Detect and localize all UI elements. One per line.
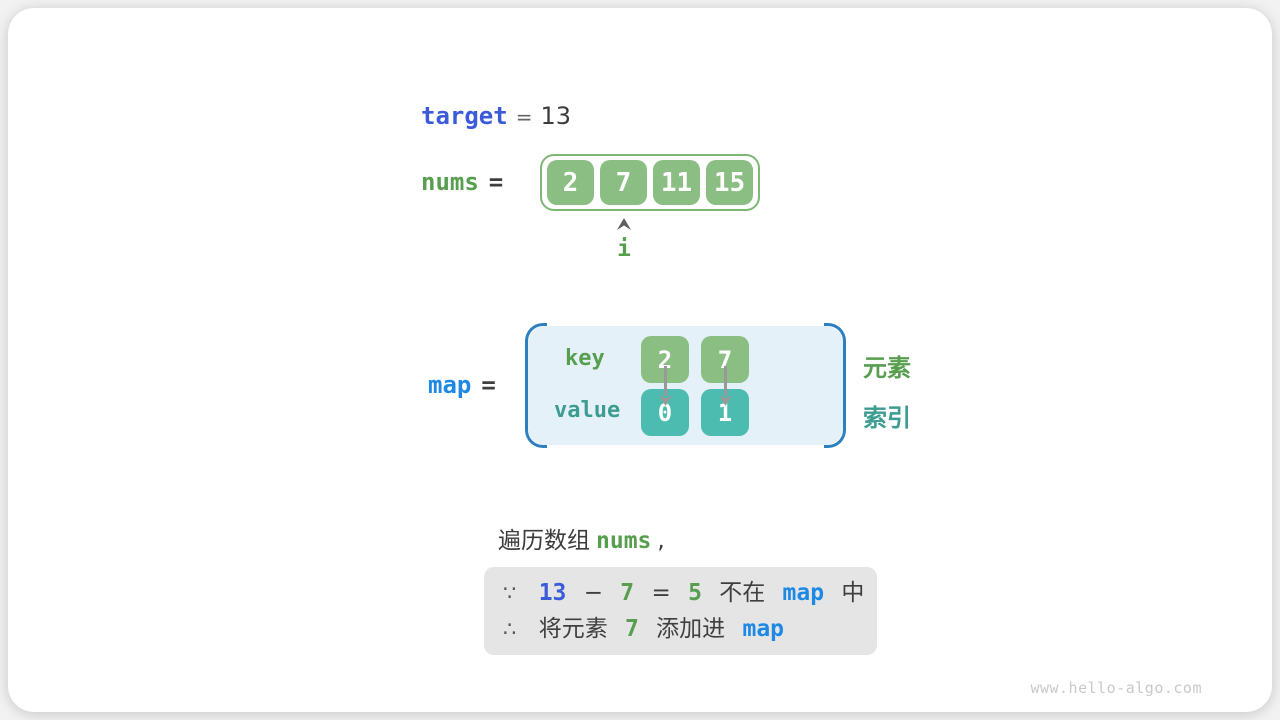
nums-cell-3: 15 [706, 160, 753, 205]
note-add-into: 添加进 [656, 616, 726, 642]
because-symbol: ∵ [503, 581, 517, 605]
map-bracket-left [525, 323, 547, 448]
map-bracket-right [824, 323, 846, 448]
note-5: 5 [688, 580, 702, 606]
map-value-cell-0: 0 [641, 389, 689, 436]
note-13: 13 [538, 580, 567, 606]
map-value-cell-1: 1 [701, 389, 749, 436]
map-label: map = [428, 371, 496, 399]
caption-suffix: , [657, 528, 665, 554]
note-7: 7 [620, 580, 635, 606]
nums-array: 2 7 11 15 [540, 154, 760, 211]
note-map-token-1: map [782, 580, 825, 606]
map-key-cell-0: 2 [641, 336, 689, 383]
nums-cell-2: 11 [653, 160, 700, 205]
pointer-up-arrow-icon [617, 218, 631, 230]
map-token: map [428, 371, 472, 399]
map-equals: = [481, 371, 496, 399]
target-equals: = [515, 105, 533, 129]
nums-token: nums [421, 168, 479, 196]
diagram-card: target=13 nums= 2 7 11 15 i map= key val… [8, 8, 1272, 712]
note-add-element: 将元素 [538, 616, 608, 642]
index-side-label: 索引 [863, 404, 911, 432]
note-not-in: 不在 [719, 580, 766, 606]
nums-cell-0: 2 [547, 160, 594, 205]
note-in-suffix: 中 [841, 580, 865, 606]
note-box: ∵ 13 − 7 = 5 不在 map 中 ∴ 将元素 7 添加进 map [484, 567, 877, 655]
nums-label: nums = [421, 168, 503, 196]
map-key-row-label: key [565, 346, 605, 371]
caption-nums-token: nums [596, 528, 652, 554]
map-value-row-label: value [554, 398, 621, 423]
key-to-value-arrowhead-1 [719, 395, 732, 406]
note-7-2: 7 [625, 616, 639, 642]
watermark: www.hello-algo.com [1030, 679, 1202, 697]
note-map-token-2: map [742, 616, 785, 642]
pointer-i-label: i [617, 236, 631, 262]
nums-equals: = [488, 168, 504, 196]
therefore-symbol: ∴ [503, 617, 517, 641]
note-equals: = [651, 580, 671, 606]
caption-prefix: 遍历数组 [498, 528, 590, 554]
target-value: 13 [540, 102, 572, 130]
element-side-label: 元素 [863, 354, 911, 382]
note-line-1: ∵ 13 − 7 = 5 不在 map 中 [503, 575, 877, 611]
target-line: target = 13 [421, 102, 571, 130]
key-to-value-arrow-0 [664, 366, 667, 396]
key-to-value-arrowhead-0 [659, 395, 672, 406]
nums-cell-1: 7 [600, 160, 647, 205]
key-to-value-arrow-1 [724, 366, 727, 396]
note-line-2: ∴ 将元素 7 添加进 map [503, 611, 877, 647]
note-minus: − [583, 580, 603, 606]
target-token: target [421, 102, 508, 130]
